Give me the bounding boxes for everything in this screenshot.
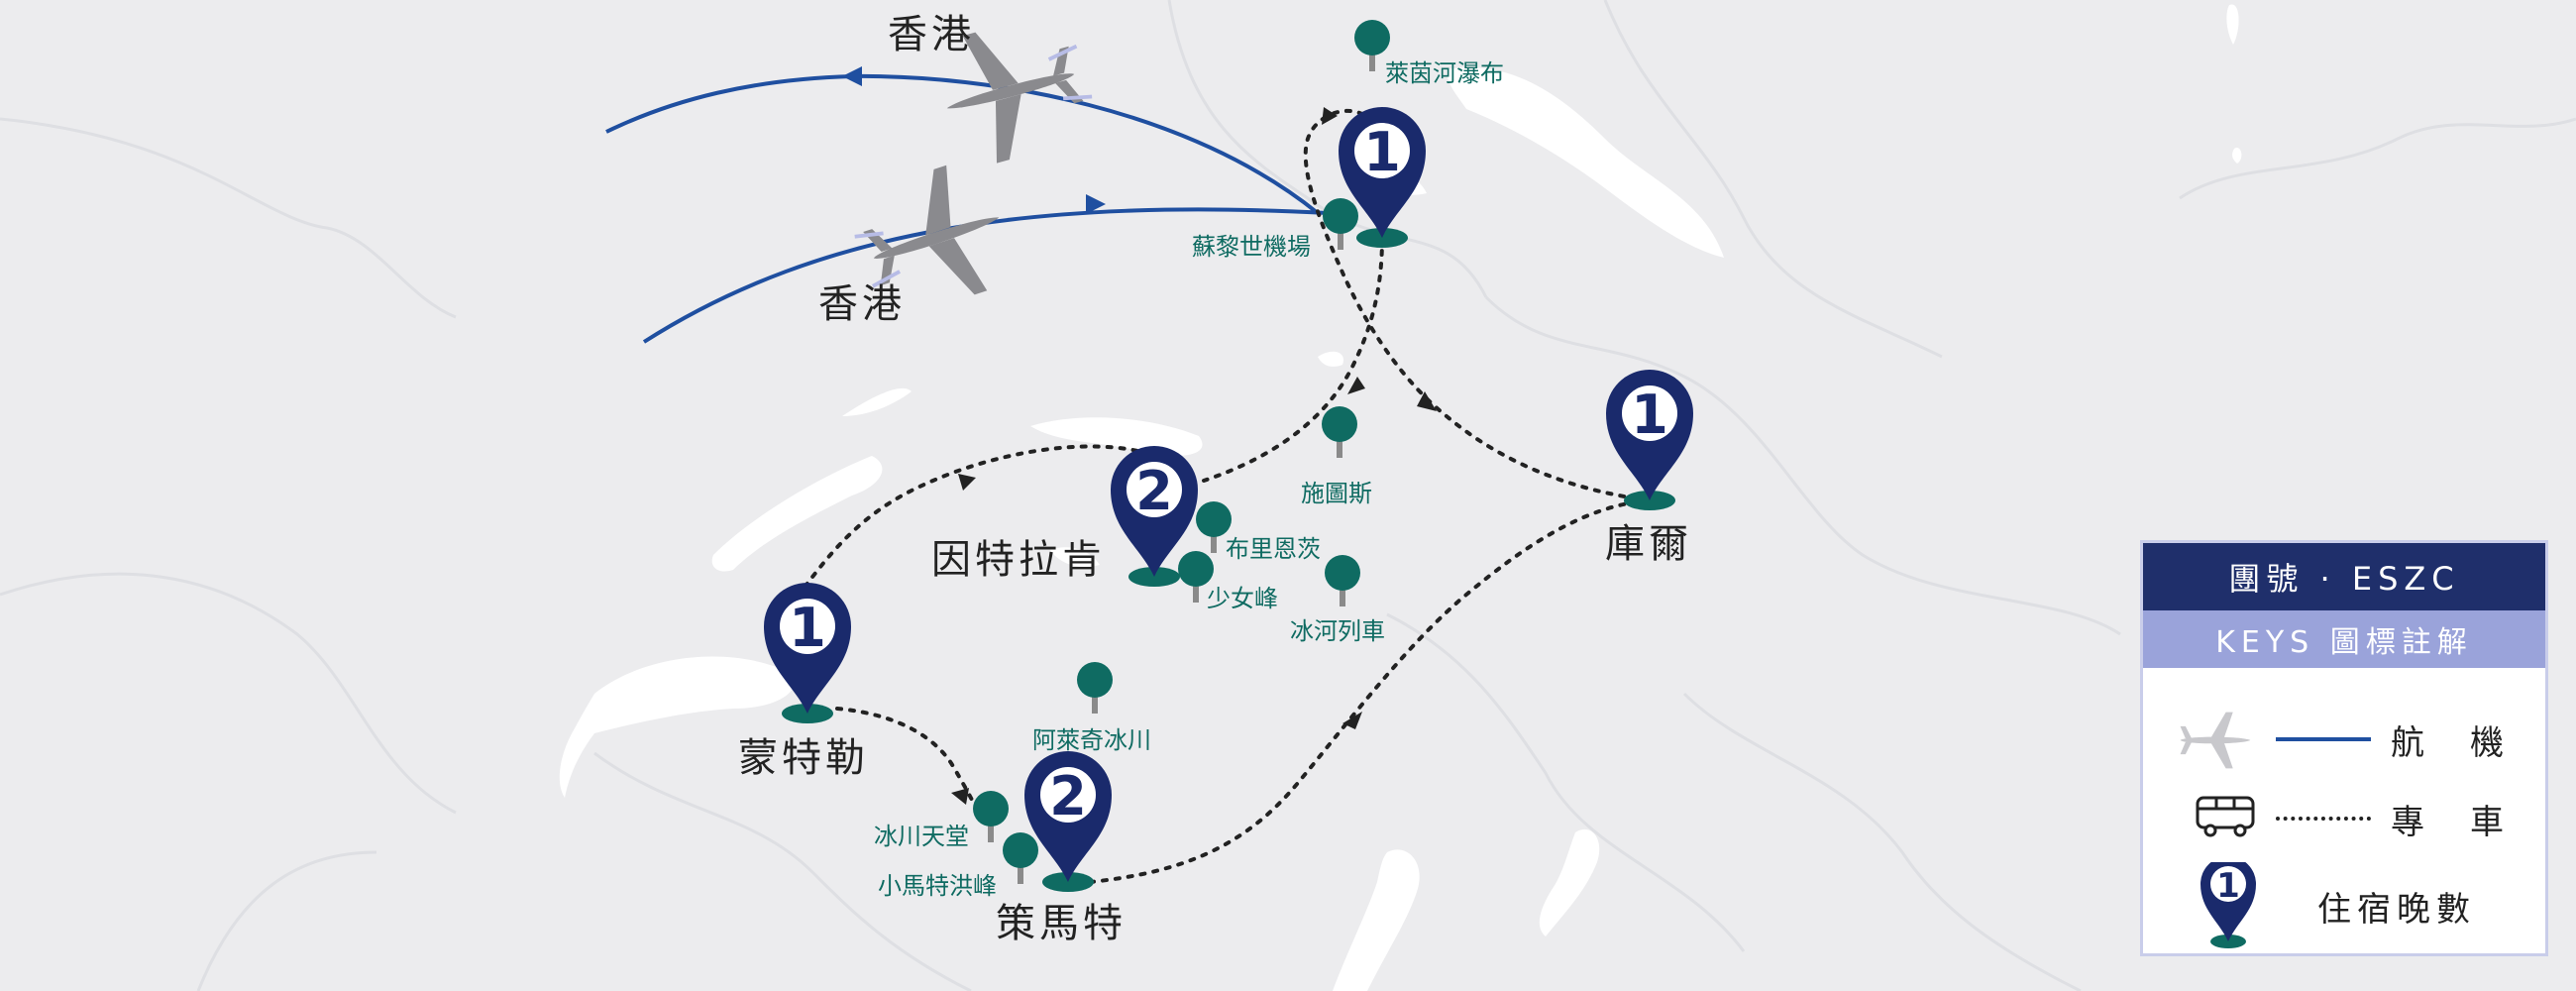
- legend-panel: 團號 · ESZC KEYS 圖標註解 航 機 專 車 1: [2140, 540, 2548, 956]
- svg-text:1: 1: [2216, 866, 2240, 906]
- svg-text:1: 1: [789, 597, 826, 659]
- city-label-zermatt: 策馬特: [996, 901, 1127, 946]
- flight-arrow-return: [842, 66, 862, 86]
- poi-rhine-falls[interactable]: 萊茵河瀑布: [1354, 20, 1504, 87]
- svg-text:1: 1: [1631, 384, 1668, 446]
- poi-aletsch[interactable]: 阿萊奇冰川: [1032, 662, 1151, 754]
- legend-row-nights: 1 住宿晚數: [2143, 858, 2545, 957]
- flight-path-return: [605, 73, 1320, 215]
- svg-text:布里恩茨: 布里恩茨: [1226, 535, 1321, 563]
- svg-text:2: 2: [1135, 460, 1173, 522]
- svg-text:萊茵河瀑布: 萊茵河瀑布: [1385, 59, 1504, 87]
- poi-glacier-paradise[interactable]: 冰川天堂: [874, 791, 1009, 850]
- map-pin-icon: 1: [2200, 862, 2256, 948]
- marker-zurich[interactable]: 1: [1339, 107, 1426, 248]
- svg-text:1: 1: [1363, 121, 1401, 183]
- svg-text:冰川天堂: 冰川天堂: [874, 823, 969, 850]
- svg-text:阿萊奇冰川: 阿萊奇冰川: [1032, 726, 1151, 754]
- legend-nights-label: 住宿晚數: [2317, 890, 2476, 930]
- legend-title: KEYS 圖標註解: [2143, 610, 2545, 668]
- hk-label-bottom: 香港: [818, 281, 906, 327]
- legend-coach-line: [2276, 817, 2371, 821]
- svg-text:2: 2: [1049, 765, 1087, 827]
- marker-zermatt[interactable]: 2: [1024, 751, 1112, 892]
- coach-route-arrows: [951, 107, 1437, 805]
- flight-path-outbound: [642, 207, 1329, 344]
- legend-row-coach: 專 車: [2143, 783, 2545, 852]
- marker-chur[interactable]: 1: [1606, 370, 1693, 510]
- legend-flight-label: 航 機: [2391, 723, 2510, 763]
- legend-coach-label: 專 車: [2391, 803, 2510, 842]
- poi-glacier-express[interactable]: 冰河列車: [1290, 555, 1385, 645]
- svg-text:少女峰: 少女峰: [1207, 585, 1278, 612]
- poi-matterhorn[interactable]: 小馬特洪峰: [878, 832, 1038, 900]
- svg-text:蘇黎世機場: 蘇黎世機場: [1192, 233, 1311, 261]
- svg-text:冰河列車: 冰河列車: [1290, 617, 1385, 645]
- svg-text:小馬特洪峰: 小馬特洪峰: [878, 872, 997, 900]
- poi-brienz[interactable]: 布里恩茨: [1196, 501, 1321, 563]
- legend-row-flight: 航 機: [2143, 702, 2545, 771]
- marker-montreux[interactable]: 1: [764, 583, 851, 723]
- poi-schwyz[interactable]: 施圖斯: [1301, 406, 1372, 507]
- bus-icon: [2196, 796, 2255, 837]
- poi-zurich-airport[interactable]: 蘇黎世機場: [1192, 198, 1358, 261]
- flight-arrow-outbound: [1086, 194, 1106, 214]
- hk-label-top: 香港: [888, 12, 975, 57]
- city-label-chur: 庫爾: [1605, 521, 1692, 567]
- plane-icon: [2180, 712, 2251, 769]
- marker-interlaken[interactable]: 2: [1111, 446, 1198, 587]
- svg-text:施圖斯: 施圖斯: [1301, 480, 1372, 507]
- legend-flight-line: [2276, 737, 2371, 741]
- city-label-interlaken: 因特拉肯: [931, 537, 1106, 583]
- poi-jungfrau[interactable]: 少女峰: [1178, 551, 1278, 612]
- city-label-montreux: 蒙特勒: [738, 735, 869, 781]
- legend-group-code: 團號 · ESZC: [2143, 543, 2545, 610]
